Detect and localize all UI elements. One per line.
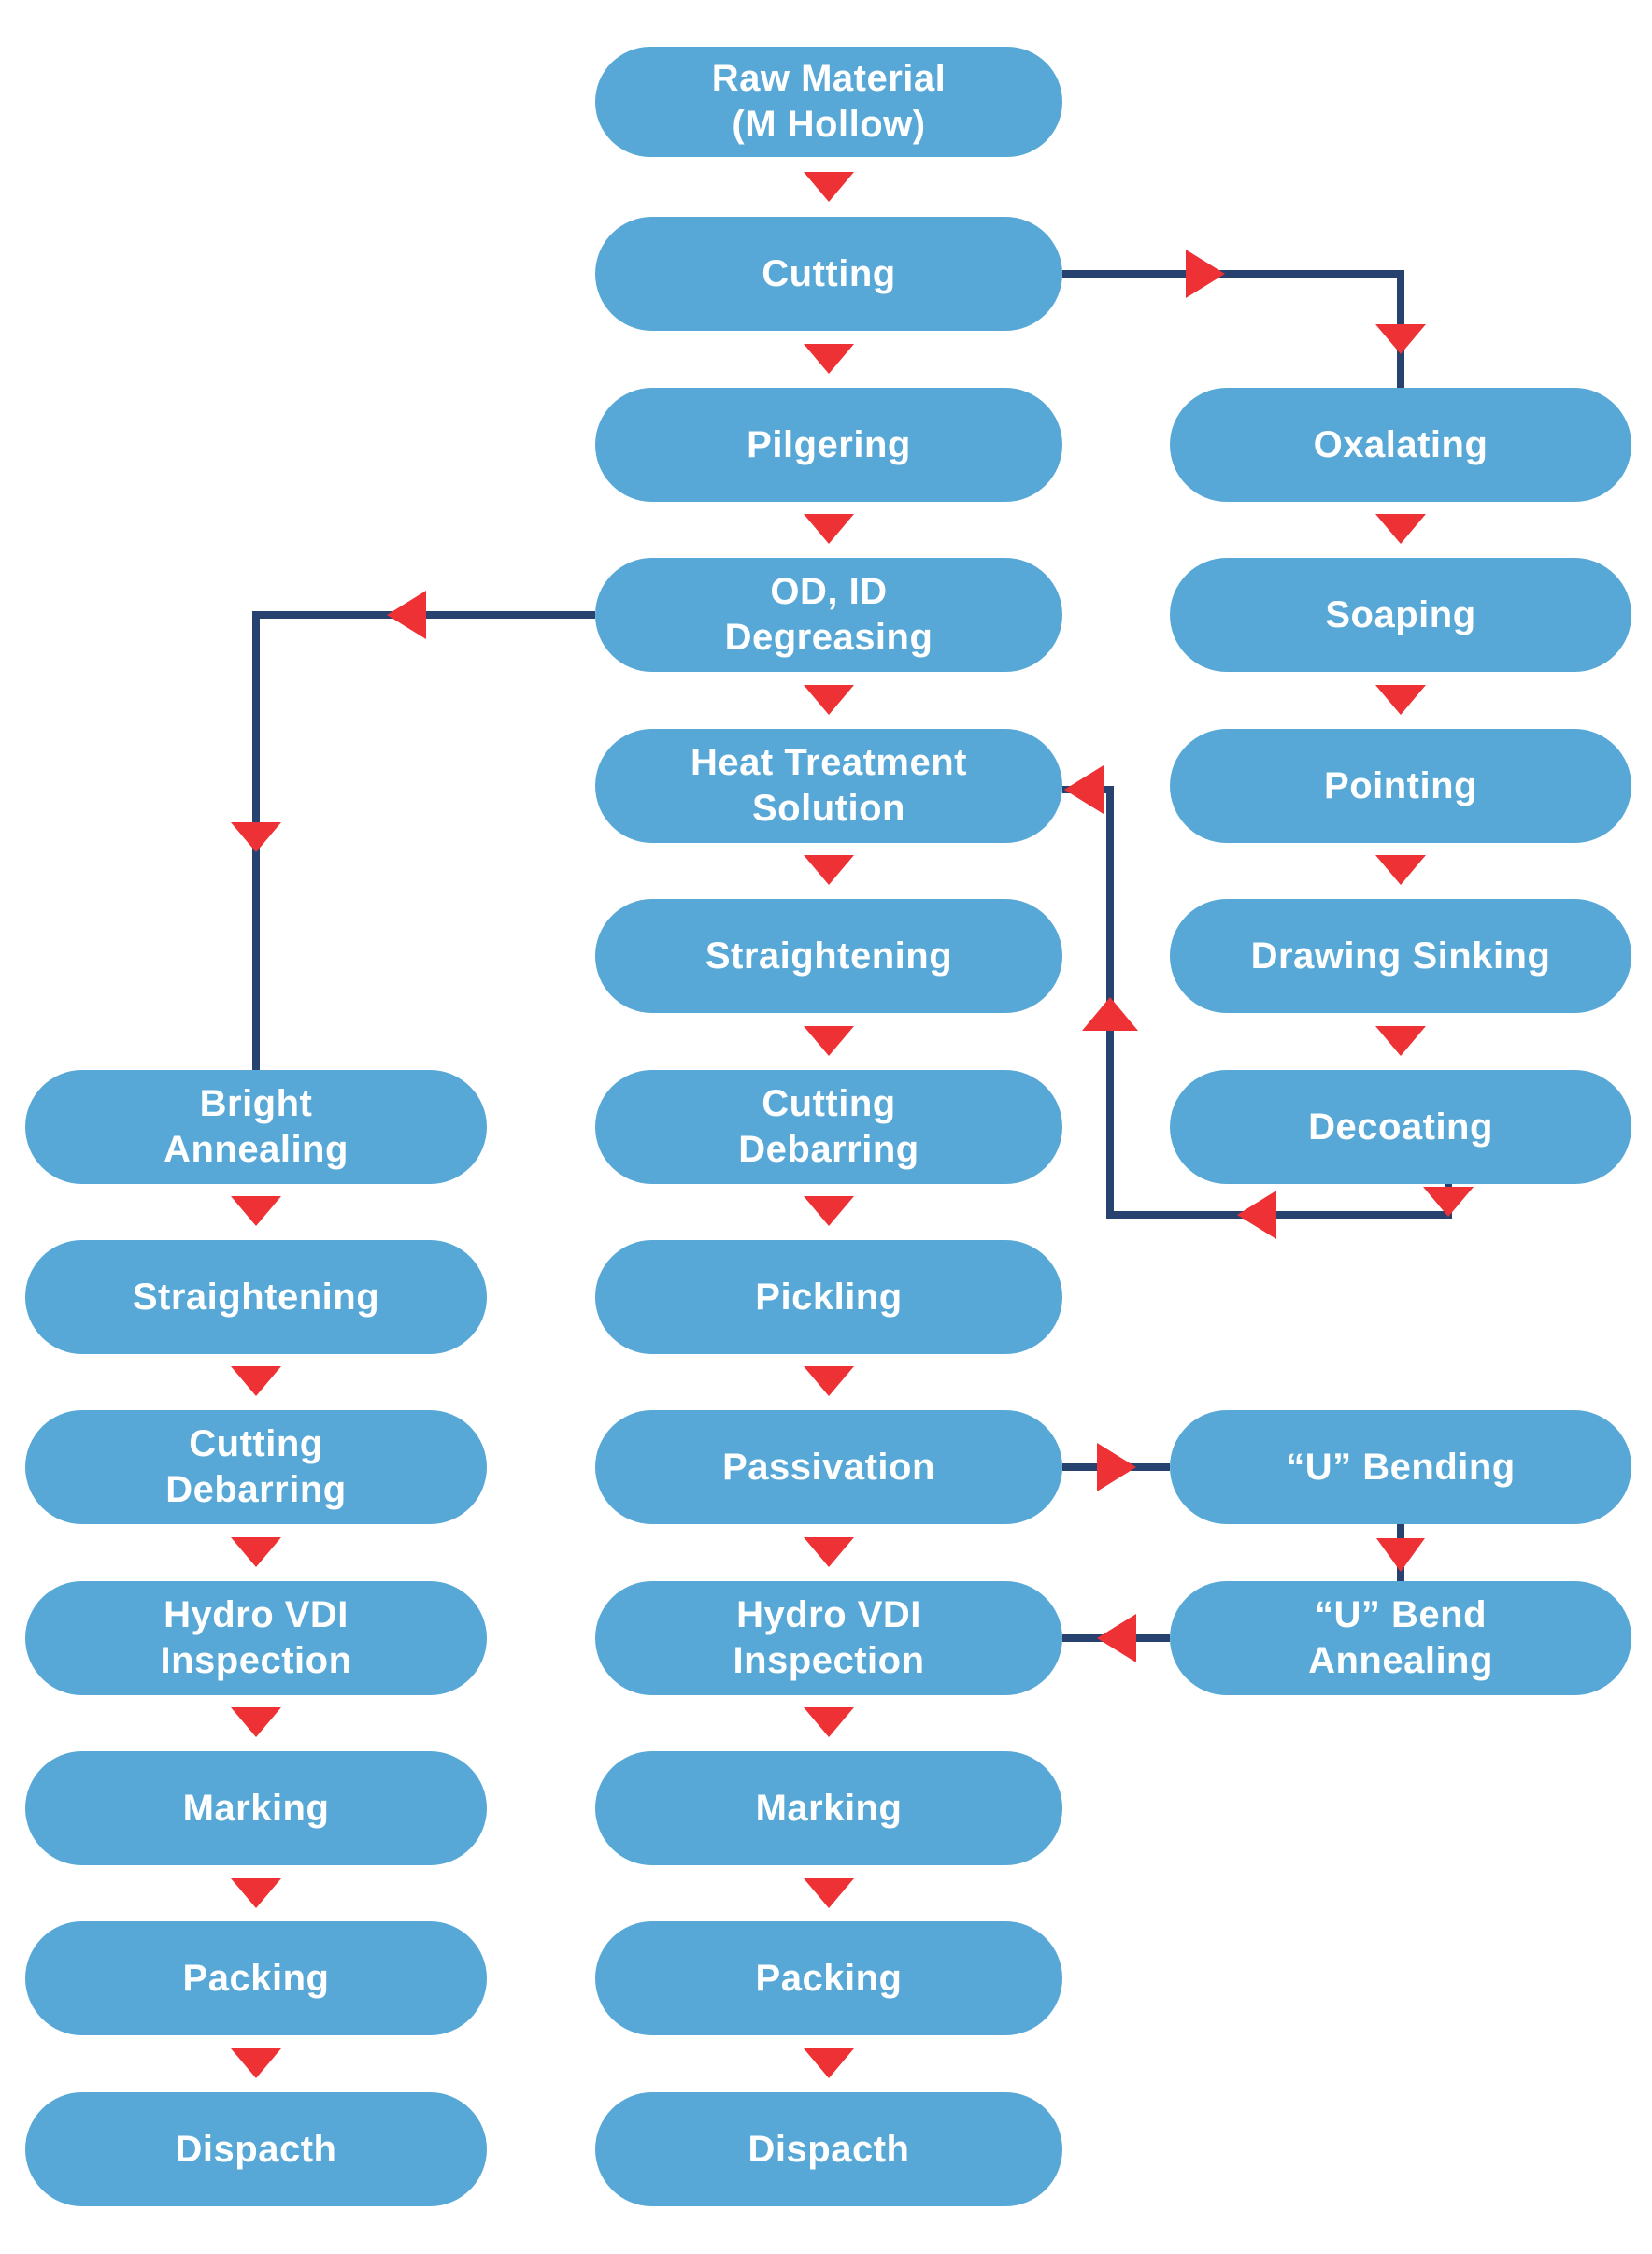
node-raw-material: Raw Material (M Hollow) (595, 47, 1062, 157)
arrow-down-icon (231, 1707, 281, 1737)
node-pointing: Pointing (1170, 729, 1631, 843)
step-arrows-right (1375, 514, 1426, 1056)
arrow-down-icon (804, 685, 854, 715)
node-heat-treatment-solution: Heat Treatment Solution (595, 729, 1062, 843)
node-u-bend-annealing: “U” Bend Annealing (1170, 1581, 1631, 1695)
arrow-left-icon (387, 591, 426, 639)
node-marking-left: Marking (25, 1751, 487, 1865)
node-passivation: Passivation (595, 1410, 1062, 1524)
node-u-bending: “U” Bending (1170, 1410, 1631, 1524)
node-pickling: Pickling (595, 1240, 1062, 1354)
arrow-down-icon (804, 1537, 854, 1567)
connector-cutting-to-oxalating (1062, 250, 1426, 388)
connector-u-bend-annealing-to-hydro-vdi (1062, 1614, 1170, 1662)
node-packing: Packing (595, 1921, 1062, 2035)
arrow-down-icon (1376, 1538, 1425, 1572)
connector-passivation-to-u-bending (1062, 1443, 1170, 1491)
arrow-right-icon (1097, 1443, 1136, 1491)
node-marking: Marking (595, 1751, 1062, 1865)
node-cutting-debarring: Cutting Debarring (595, 1070, 1062, 1184)
node-bright-annealing: Bright Annealing (25, 1070, 487, 1184)
step-arrows-center (804, 172, 854, 2078)
arrow-down-icon (804, 1026, 854, 1056)
arrow-down-icon (804, 1366, 854, 1396)
node-drawing-sinking: Drawing Sinking (1170, 899, 1631, 1013)
arrow-down-icon (1375, 324, 1426, 354)
node-dispacth-left: Dispacth (25, 2092, 487, 2206)
arrow-down-icon (231, 1537, 281, 1567)
node-cutting: Cutting (595, 217, 1062, 331)
arrow-down-icon (1375, 685, 1426, 715)
node-od-id-degreasing: OD, ID Degreasing (595, 558, 1062, 672)
node-cutting-debarring-left: Cutting Debarring (25, 1410, 487, 1524)
node-oxalating: Oxalating (1170, 388, 1631, 502)
arrow-left-icon (1237, 1191, 1276, 1239)
arrow-down-icon (231, 1196, 281, 1226)
arrow-down-icon (1375, 855, 1426, 885)
node-straightening: Straightening (595, 899, 1062, 1013)
node-straightening-left: Straightening (25, 1240, 487, 1354)
node-dispacth: Dispacth (595, 2092, 1062, 2206)
arrow-right-icon (1186, 250, 1225, 298)
node-decoating: Decoating (1170, 1070, 1631, 1184)
arrow-left-icon (1097, 1614, 1136, 1662)
arrow-down-icon (1375, 1026, 1426, 1056)
arrow-down-icon (231, 2048, 281, 2078)
connector-u-bending-to-u-bend-annealing (1376, 1524, 1425, 1581)
arrow-down-icon (804, 1707, 854, 1737)
arrow-down-icon (804, 1878, 854, 1908)
node-hydro-vdi-inspection: Hydro VDI Inspection (595, 1581, 1062, 1695)
arrow-left-icon (1064, 765, 1104, 814)
arrow-down-icon (231, 1878, 281, 1908)
node-packing-left: Packing (25, 1921, 487, 2035)
step-arrows-left (231, 1196, 281, 2078)
connector-odid-to-bright-annealing (231, 591, 595, 1070)
arrow-down-icon (804, 514, 854, 544)
arrow-down-icon (804, 1196, 854, 1226)
node-soaping: Soaping (1170, 558, 1631, 672)
node-pilgering: Pilgering (595, 388, 1062, 502)
arrow-down-icon (1375, 514, 1426, 544)
connector-decoating-to-heat-treatment (1062, 765, 1474, 1239)
node-hydro-vdi-inspection-left: Hydro VDI Inspection (25, 1581, 487, 1695)
arrow-down-icon (804, 172, 854, 202)
arrow-down-icon (231, 1366, 281, 1396)
arrow-down-icon (231, 822, 281, 852)
arrow-down-icon (1423, 1187, 1474, 1217)
arrow-down-icon (804, 855, 854, 885)
arrow-down-icon (804, 2048, 854, 2078)
arrow-up-icon (1082, 997, 1138, 1031)
arrow-down-icon (804, 344, 854, 374)
